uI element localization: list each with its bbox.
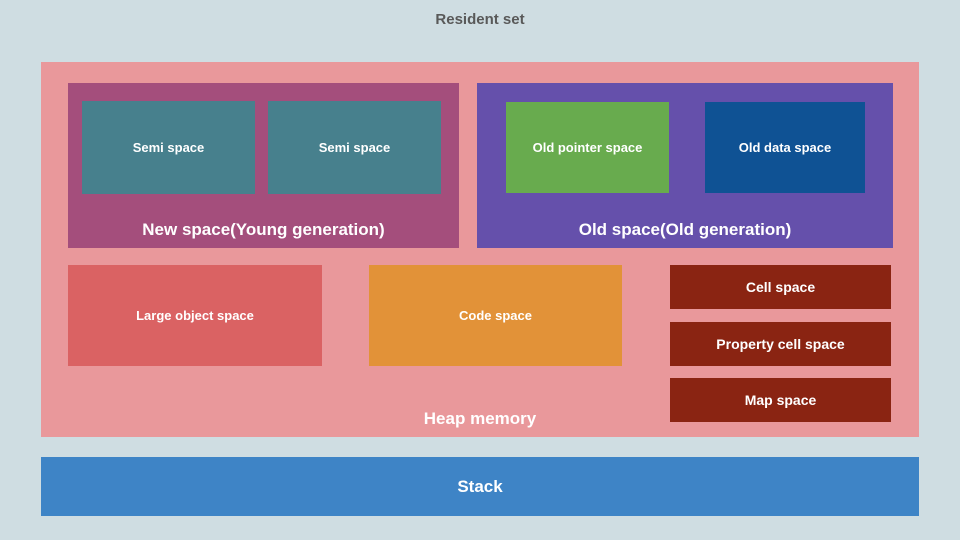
map-space-box: Map space bbox=[670, 378, 891, 422]
large-object-space-box: Large object space bbox=[68, 265, 322, 366]
old-pointer-space-box: Old pointer space bbox=[506, 102, 669, 193]
resident-set-title: Resident set bbox=[435, 11, 525, 28]
heap-memory-box: Semi space Semi space New space(Young ge… bbox=[41, 62, 919, 437]
new-space-label: New space(Young generation) bbox=[142, 220, 385, 239]
old-space-label: Old space(Old generation) bbox=[578, 220, 792, 239]
new-space-box: Semi space Semi space New space(Young ge… bbox=[68, 83, 459, 248]
stack-box: Stack bbox=[41, 457, 919, 516]
property-cell-space-box: Property cell space bbox=[670, 322, 891, 366]
code-space-box: Code space bbox=[369, 265, 622, 366]
old-space-box: Old pointer space Old data space Old spa… bbox=[477, 83, 893, 248]
old-data-space-box: Old data space bbox=[705, 102, 865, 193]
cell-space-box: Cell space bbox=[670, 265, 891, 309]
semi-space-box-1: Semi space bbox=[82, 101, 255, 194]
semi-space-box-2: Semi space bbox=[268, 101, 441, 194]
